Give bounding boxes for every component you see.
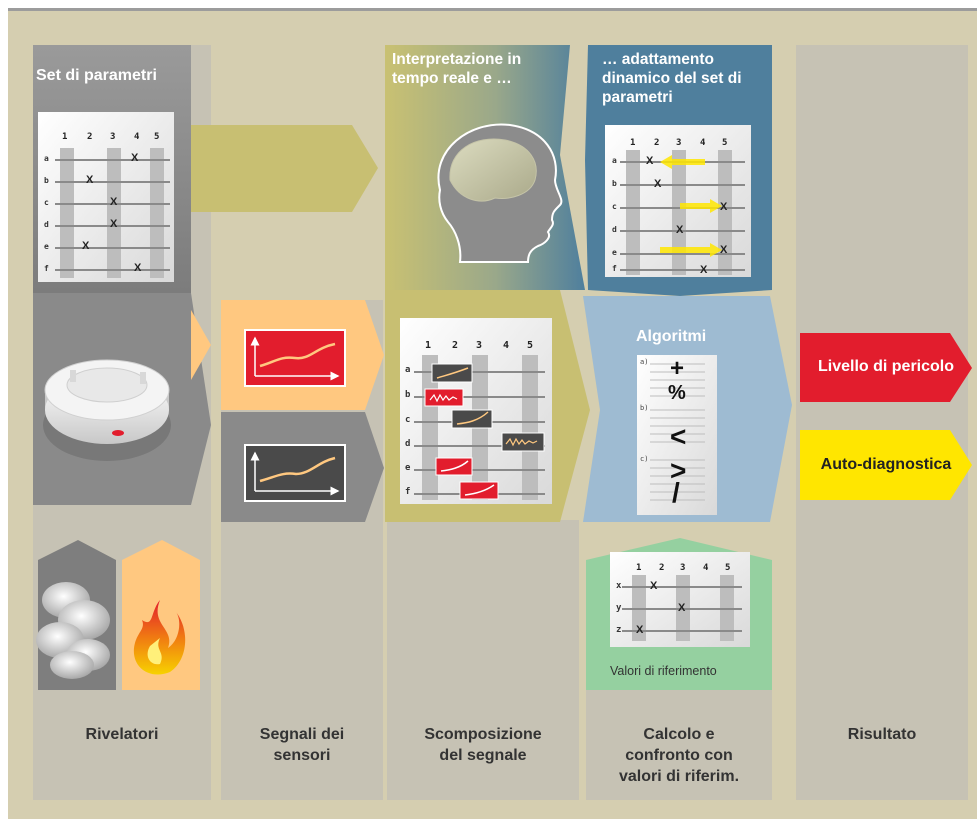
ref-col-header-1: 1 bbox=[636, 563, 642, 573]
adapt-mark-d: X bbox=[676, 224, 684, 236]
adapt-col-header-4: 4 bbox=[700, 138, 706, 148]
ref-mark-x: X bbox=[650, 580, 658, 592]
decomp-row-header-e: e bbox=[405, 463, 411, 473]
param-row-header-b: b bbox=[44, 176, 49, 185]
decomp-col-header-5: 5 bbox=[527, 340, 534, 351]
param-col-header-2: 2 bbox=[87, 132, 93, 142]
param-col-header-4: 4 bbox=[134, 132, 140, 142]
param-col-header-5: 5 bbox=[154, 132, 160, 142]
operator-slash: / bbox=[672, 477, 680, 508]
operator-greater-than: > bbox=[670, 455, 687, 486]
ref-mark-y: X bbox=[678, 602, 686, 614]
adapt-row-header-c: c bbox=[612, 202, 617, 211]
reference-caption: Valori di riferimento bbox=[610, 664, 717, 678]
algorithms-sheet bbox=[637, 355, 717, 515]
operator-plus: + bbox=[670, 355, 685, 382]
param-mark-e: X bbox=[82, 240, 90, 252]
algo-section-label-b: b) bbox=[640, 404, 649, 412]
param-row-header-f: f bbox=[44, 264, 49, 273]
parameter-set-title: Set di parametri bbox=[36, 67, 157, 84]
ref-mark-z: X bbox=[636, 624, 644, 636]
adapt-col-header-5: 5 bbox=[722, 138, 728, 148]
algo-section-label-a: a) bbox=[640, 358, 649, 366]
adapt-mark-e: X bbox=[720, 244, 728, 256]
ref-col-header-5: 5 bbox=[725, 563, 731, 573]
param-row-header-d: d bbox=[44, 220, 49, 229]
adapt-col-header-3: 3 bbox=[676, 138, 682, 148]
decomp-col-header-1: 1 bbox=[425, 340, 432, 351]
column-label-decomposition: Scomposizione del segnale bbox=[424, 726, 542, 764]
decomp-row-header-a: a bbox=[405, 365, 411, 375]
column-backdrop-4 bbox=[586, 690, 772, 800]
decomp-col-header-4: 4 bbox=[503, 340, 510, 351]
ref-row-header-y: y bbox=[616, 603, 622, 613]
param-row-header-e: e bbox=[44, 242, 49, 251]
operator-less-than: < bbox=[670, 421, 687, 452]
adapt-mark-c: X bbox=[720, 201, 728, 213]
param-mark-d: X bbox=[110, 218, 118, 230]
column-label-calculation: Calcolo e confronto con valori di riferi… bbox=[618, 726, 740, 785]
ref-col-header-3: 3 bbox=[680, 563, 686, 573]
adapt-mark-b: X bbox=[654, 178, 662, 190]
column-label-result: Risultato bbox=[847, 726, 917, 743]
ref-col-header-4: 4 bbox=[703, 563, 709, 573]
adapt-row-header-b: b bbox=[612, 179, 617, 188]
param-row-header-a: a bbox=[44, 154, 49, 163]
smoke-detector-icon bbox=[43, 359, 171, 461]
parameter-set-table bbox=[38, 112, 174, 282]
adaptation-table bbox=[605, 125, 751, 277]
smoke-signal-chart bbox=[244, 329, 346, 387]
interpretation-title: Interpretazione in tempo reale e … bbox=[392, 51, 522, 87]
param-row-header-c: c bbox=[44, 198, 49, 207]
ref-col-header-2: 2 bbox=[659, 563, 665, 573]
param-mark-f: X bbox=[134, 262, 142, 274]
reference-table bbox=[610, 552, 750, 647]
adapt-mark-a: X bbox=[646, 155, 654, 167]
diagnostics-arrow bbox=[800, 430, 972, 500]
adapt-row-header-a: a bbox=[612, 156, 617, 165]
param-col-header-3: 3 bbox=[110, 132, 116, 142]
decomp-row-header-d: d bbox=[405, 439, 411, 449]
decomp-row-header-c: c bbox=[405, 415, 411, 425]
decomp-col-header-3: 3 bbox=[476, 340, 483, 351]
decomposition-table bbox=[400, 318, 552, 504]
diagnostics-label: Auto-diagnostica bbox=[820, 456, 952, 473]
ref-row-header-x: x bbox=[616, 581, 622, 591]
smoke-icon bbox=[36, 582, 110, 679]
adapt-col-header-2: 2 bbox=[654, 138, 660, 148]
param-mark-b: X bbox=[86, 174, 94, 186]
ref-row-header-z: z bbox=[616, 625, 622, 635]
flame-icon bbox=[133, 600, 186, 675]
danger-level-arrow bbox=[800, 333, 972, 402]
param-mark-a: X bbox=[131, 152, 139, 164]
adapt-row-header-d: d bbox=[612, 225, 617, 234]
decomp-row-header-f: f bbox=[405, 487, 411, 497]
column-backdrop-3 bbox=[387, 520, 579, 800]
algorithms-title: Algoritmi bbox=[636, 328, 707, 345]
decomp-row-header-b: b bbox=[405, 390, 411, 400]
column-backdrop-5 bbox=[796, 45, 968, 800]
detector-arrow-top bbox=[191, 310, 211, 380]
algo-section-label-c: c) bbox=[640, 455, 649, 463]
operator-percent: % bbox=[668, 382, 686, 404]
danger-level-label: Livello di pericolo bbox=[817, 358, 955, 375]
head-icon bbox=[437, 123, 563, 263]
adaptation-title: … adattamento dinamico del set di parame… bbox=[602, 51, 742, 106]
adapt-row-header-e: e bbox=[612, 248, 617, 257]
top-border bbox=[8, 8, 977, 11]
heat-signal-chart bbox=[244, 444, 346, 502]
adapt-row-header-f: f bbox=[612, 264, 617, 273]
adapt-mark-f: X bbox=[700, 264, 708, 276]
column-label-detectors: Rivelatori bbox=[85, 726, 159, 743]
column-label-sensor-signals: Segnali dei sensori bbox=[259, 726, 345, 764]
adapt-col-header-1: 1 bbox=[630, 138, 636, 148]
decomp-col-header-2: 2 bbox=[452, 340, 459, 351]
parameter-arrow bbox=[191, 125, 378, 212]
param-col-header-1: 1 bbox=[62, 132, 68, 142]
param-mark-c: X bbox=[110, 196, 118, 208]
